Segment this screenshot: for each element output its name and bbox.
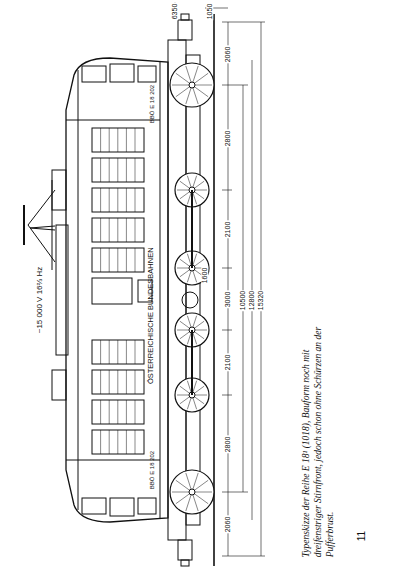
pantograph bbox=[24, 180, 55, 270]
dimension: 1600 bbox=[201, 266, 208, 284]
dimension: 2100 bbox=[224, 220, 231, 238]
railway-name: ÖSTERREICHISCHE BUNDESBAHNEN bbox=[146, 248, 154, 385]
dimension: 15320 bbox=[258, 289, 265, 310]
dimension: 12800 bbox=[249, 289, 256, 310]
dimension: 3000 bbox=[224, 290, 231, 308]
dimension: 1050 bbox=[206, 2, 213, 20]
dimension: 2060 bbox=[224, 515, 231, 533]
dimension: 6350 bbox=[171, 2, 178, 20]
wheels bbox=[170, 63, 214, 514]
rail-line bbox=[213, 14, 215, 566]
dimension: 2100 bbox=[224, 353, 231, 371]
side-grilles bbox=[92, 128, 144, 454]
dimension: 10500 bbox=[240, 289, 247, 310]
locomotive-body bbox=[52, 58, 168, 522]
loco-number: BBÖ E 18 202 bbox=[149, 451, 155, 489]
dimension: 2800 bbox=[224, 129, 231, 147]
voltage-label: ~15 000 V 16⅔ Hz bbox=[36, 267, 44, 334]
dimension: 2800 bbox=[224, 435, 231, 453]
page-number: 11 bbox=[357, 531, 367, 541]
dimension: 2060 bbox=[224, 45, 231, 63]
loco-number: BBÖ E 18 202 bbox=[149, 85, 155, 123]
figure-caption: Typenskizze der Reihe E 18¹ (1018), Bauf… bbox=[300, 323, 336, 558]
